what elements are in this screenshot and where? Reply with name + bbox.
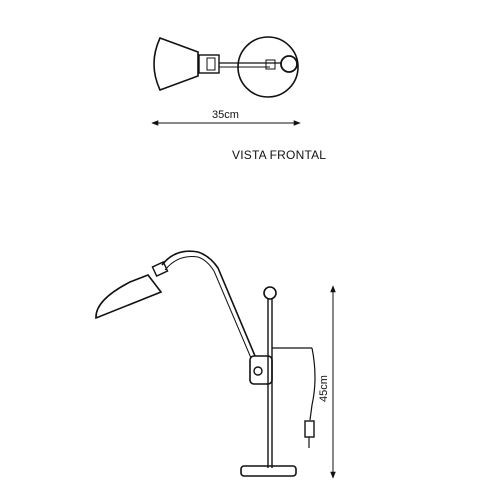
top-shade-socket-inner <box>206 57 216 71</box>
top-base-circle <box>237 36 299 98</box>
front-counterweight-ball <box>263 286 277 300</box>
top-counterweight-knob <box>280 55 298 73</box>
view-title: VISTA FRONTAL <box>232 148 326 162</box>
front-shade-cap <box>151 261 169 277</box>
front-curved-arm <box>161 250 256 357</box>
front-view: 45cm <box>95 250 336 479</box>
top-lamp-shade <box>153 36 199 92</box>
front-base <box>240 465 297 477</box>
top-view: 35cm <box>151 36 301 126</box>
top-pivot-block <box>265 59 276 70</box>
front-curved-arm-inner <box>164 256 252 359</box>
top-shade-socket <box>198 54 220 74</box>
front-lamp-shade <box>95 274 163 320</box>
width-label: 35cm <box>212 109 239 121</box>
front-joint-knob <box>253 366 263 376</box>
front-plug <box>304 420 315 438</box>
height-label: 45cm <box>318 375 330 402</box>
front-cable <box>309 347 316 421</box>
front-joint-housing <box>249 355 273 385</box>
